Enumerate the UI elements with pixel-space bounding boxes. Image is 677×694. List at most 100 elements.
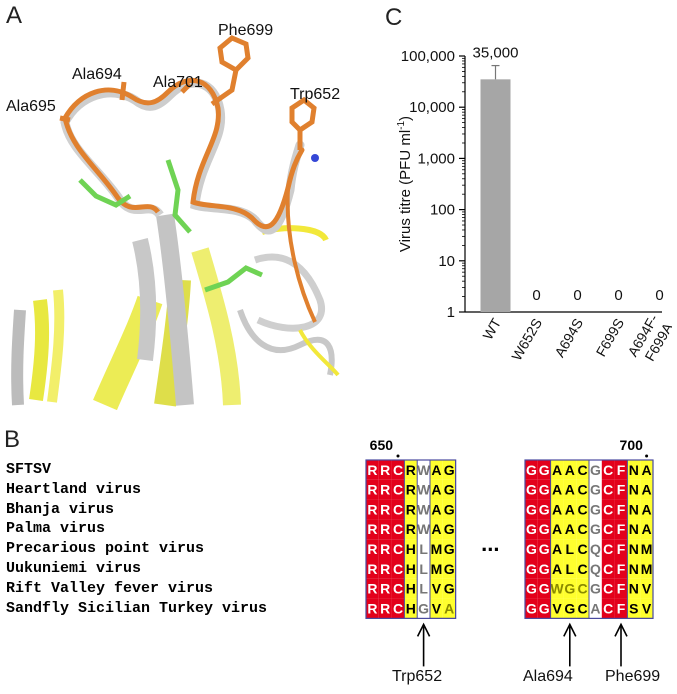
residue-letter: G xyxy=(526,561,537,577)
alignment-cell xyxy=(627,499,641,520)
alignment-cell xyxy=(550,598,564,619)
residue-letter: C xyxy=(603,541,613,557)
column-box xyxy=(403,459,418,619)
alignment-cell xyxy=(442,479,456,500)
residue-letter: R xyxy=(380,600,390,616)
residue-letter: R xyxy=(380,462,390,478)
alignment-cell xyxy=(550,460,564,480)
y-tick-label: 100,000 xyxy=(401,48,455,65)
residue-letter: C xyxy=(603,581,613,597)
alignment-cell xyxy=(563,598,577,619)
residue-letter: A xyxy=(642,521,652,537)
residue-letter: V xyxy=(552,600,562,616)
residue-letter: Q xyxy=(590,541,601,557)
residue-letter: A xyxy=(565,521,575,537)
alignment-cell xyxy=(537,559,551,579)
residue-letter: M xyxy=(641,541,653,557)
data-label-0: 35,000 xyxy=(473,45,519,62)
residue-letter: C xyxy=(578,581,588,597)
alignment-cell xyxy=(627,460,641,480)
alignment-cell xyxy=(430,499,443,520)
alignment-cell xyxy=(614,460,628,480)
species-name: SFTSV xyxy=(6,461,52,478)
residue-letter: L xyxy=(566,561,575,577)
residue-letter: V xyxy=(642,600,652,616)
residue-letter: G xyxy=(539,600,550,616)
data-label-3: 0 xyxy=(614,287,622,304)
residue-letter: G xyxy=(526,501,537,517)
gap-ellipsis: ... xyxy=(481,531,499,556)
x-tick-label-2: A694S xyxy=(551,316,586,360)
residue-letter: C xyxy=(393,462,403,478)
residue-letter: N xyxy=(629,521,639,537)
residue-letter: A xyxy=(431,462,441,478)
data-label-2: 0 xyxy=(573,287,581,304)
alignment-cell xyxy=(525,460,538,480)
alignment-cell xyxy=(417,598,430,619)
alignment-cell xyxy=(391,539,405,559)
alignment-cell xyxy=(601,499,615,520)
residue-letter: R xyxy=(406,462,416,478)
residue-letter: G xyxy=(526,462,537,478)
alignment-cell xyxy=(417,559,430,579)
residue-letter: R xyxy=(380,482,390,498)
alignment-cell xyxy=(525,479,538,500)
alignment-cell xyxy=(576,578,589,599)
data-label-1: 0 xyxy=(532,287,540,304)
alignment-cell xyxy=(417,499,430,520)
alignment-cell xyxy=(627,519,641,540)
residue-letter: G xyxy=(539,561,550,577)
residue-letter: W xyxy=(417,501,431,517)
residue-letter: V xyxy=(642,581,652,597)
alignment-cell xyxy=(589,539,602,559)
residue-letter: A xyxy=(444,600,454,616)
residue-letter: A xyxy=(642,462,652,478)
residue-letter: A xyxy=(431,482,441,498)
label-ala695: Ala695 xyxy=(6,98,56,115)
alignment-cell xyxy=(391,578,405,599)
position-dot xyxy=(396,454,400,458)
position-mark-650: 650 xyxy=(370,437,394,453)
residue-letter: R xyxy=(367,521,377,537)
alignment-cell xyxy=(525,598,538,619)
residue-letter: R xyxy=(367,541,377,557)
alignment-cell xyxy=(640,519,653,540)
y-axis-label: Virus titre (PFU ml-1) xyxy=(396,116,414,252)
residue-letter: R xyxy=(406,501,416,517)
alignment-cell xyxy=(404,499,418,520)
residue-letter: A xyxy=(431,521,441,537)
alignment-cell xyxy=(576,460,589,480)
residue-letter: F xyxy=(617,581,626,597)
residue-letter: F xyxy=(617,482,626,498)
alignment-cell xyxy=(442,539,456,559)
residue-letter: H xyxy=(406,541,416,557)
residue-letter: R xyxy=(406,521,416,537)
alignment-cell xyxy=(442,460,456,480)
alignment-cell xyxy=(391,479,405,500)
alignment-cell xyxy=(537,460,551,480)
residue-letter: R xyxy=(380,541,390,557)
species-name: Palma virus xyxy=(6,520,106,538)
residue-letter: A xyxy=(552,521,562,537)
alignment-cell xyxy=(640,479,653,500)
alignment-cell xyxy=(550,539,564,559)
alignment-cell xyxy=(576,598,589,619)
alignment-cell xyxy=(537,479,551,500)
alignment-cell xyxy=(525,519,538,540)
arrow-label-0: Trp652 xyxy=(392,668,443,685)
residue-letter: L xyxy=(419,541,428,557)
x-tick-label-4: A694F-F699A xyxy=(624,311,672,368)
species-name: Bhanja virus xyxy=(6,500,115,518)
residue-letter: R xyxy=(367,501,377,517)
alignment-cell xyxy=(366,578,379,599)
species-name: Sandfly Sicilian Turkey virus xyxy=(6,599,268,617)
residue-letter: G xyxy=(526,521,537,537)
alignment-cell xyxy=(366,539,379,559)
residue-letter: N xyxy=(629,501,639,517)
residue-letter: M xyxy=(641,561,653,577)
residue-letter: C xyxy=(578,501,588,517)
label-trp652: Trp652 xyxy=(290,86,341,103)
residue-letter: W xyxy=(417,482,431,498)
alignment-cell xyxy=(366,598,379,619)
alignment-cell xyxy=(430,460,443,480)
